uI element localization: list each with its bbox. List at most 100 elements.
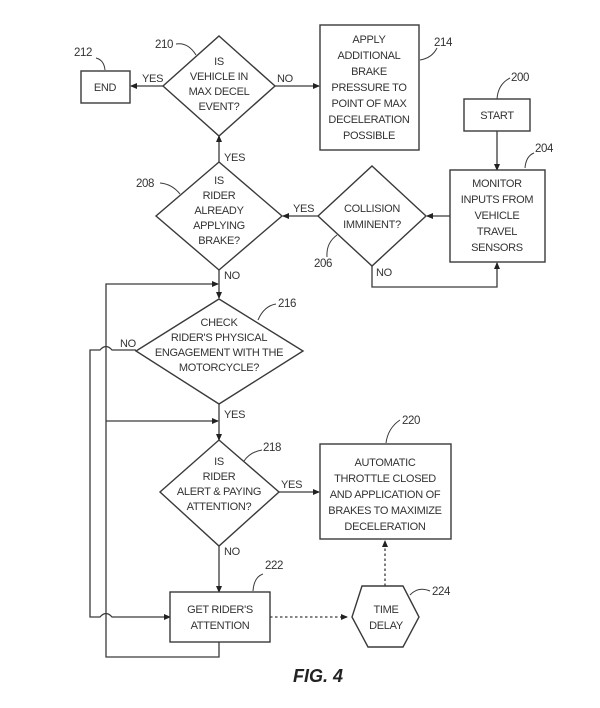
engagement-line: RIDER'S PHYSICAL <box>171 332 268 344</box>
ref-218: 218 <box>263 442 281 454</box>
label-engagement-no: NO <box>120 338 137 350</box>
auto-throttle-line: BRAKES TO MAXIMIZE <box>328 505 441 517</box>
ref-leader <box>419 47 438 61</box>
label-collision-yes: YES <box>293 203 314 215</box>
ref-leader <box>524 152 535 169</box>
collision-line: IMMINENT? <box>343 219 401 231</box>
arrowhead <box>212 418 219 424</box>
ref-214: 214 <box>434 37 453 49</box>
ref-leader <box>496 77 511 100</box>
ref-210: 210 <box>155 39 173 51</box>
get-attention-line: ATTENTION <box>191 620 250 632</box>
apply-brake-line: POINT OF MAX <box>331 98 407 110</box>
ref-216: 216 <box>278 298 296 310</box>
time-delay-line: DELAY <box>369 620 404 632</box>
monitor-line: VEHICLE <box>475 210 520 222</box>
alert-decision <box>158 439 281 547</box>
ref-leader <box>95 57 106 71</box>
collision-line: COLLISION <box>344 203 400 215</box>
ref-224: 224 <box>432 586 451 598</box>
arrowhead <box>216 434 222 441</box>
label-alert-yes: YES <box>281 479 302 491</box>
engagement-line: MOTORCYCLE? <box>179 362 259 374</box>
label-braking-no: NO <box>224 270 241 282</box>
apply-brake-line: APPLY <box>352 34 386 46</box>
rider-braking-line: BRAKE? <box>198 235 240 247</box>
apply-brake-line: BRAKE <box>351 66 387 78</box>
label-maxdecel-yes: YES <box>142 73 163 85</box>
arrowhead <box>130 83 137 89</box>
apply-brake-line: DECELERATION <box>328 114 410 126</box>
label-alert-no: NO <box>224 546 241 558</box>
apply-brake-line: ADDITIONAL <box>337 50 400 62</box>
max-decel-line: EVENT? <box>199 101 240 113</box>
auto-throttle-line: DECELERATION <box>344 521 426 533</box>
max-decel-decision <box>161 35 277 137</box>
ref-220: 220 <box>402 415 420 427</box>
auto-throttle-line: AND APPLICATION OF <box>330 489 441 501</box>
auto-throttle-node <box>319 443 452 540</box>
arrowhead <box>164 614 171 620</box>
arrowhead <box>212 281 219 287</box>
end-node <box>80 70 131 104</box>
get-attention-line: GET RIDER'S <box>187 604 253 616</box>
monitor-node <box>449 169 546 263</box>
ref-222: 222 <box>265 560 283 572</box>
max-decel-line: MAX DECEL <box>189 86 250 98</box>
apply-brake-node <box>319 24 420 151</box>
ref-212: 212 <box>74 47 92 59</box>
arrowhead <box>216 135 222 142</box>
engagement-line: ENGAGEMENT WITH THE <box>155 347 283 359</box>
apply-brake-line: POSSIBLE <box>343 130 395 142</box>
edge-collision-no <box>371 263 498 288</box>
max-decel-line: VEHICLE IN <box>190 71 248 83</box>
ref-leader <box>175 43 197 56</box>
arrowhead <box>341 614 348 620</box>
edge-engagement-no <box>89 345 170 618</box>
arrowhead <box>382 540 388 547</box>
ref-200: 200 <box>511 72 529 84</box>
rider-braking-line: RIDER <box>203 190 236 202</box>
ref-leader <box>326 234 338 258</box>
ref-206: 206 <box>314 258 332 270</box>
ref-leader <box>385 419 401 444</box>
label-collision-no: NO <box>376 267 393 279</box>
auto-throttle-line: THROTTLE CLOSED <box>334 473 436 485</box>
label-braking-yes: YES <box>224 152 245 164</box>
ref-leader <box>409 588 431 596</box>
ref-leader <box>243 449 263 462</box>
ref-208: 208 <box>136 178 154 190</box>
label-engagement-yes: YES <box>224 409 245 421</box>
monitor-line: INPUTS FROM <box>461 194 534 206</box>
collision-decision <box>316 165 428 267</box>
time-delay-node <box>351 585 420 648</box>
arrowhead <box>494 262 500 269</box>
ref-leader <box>257 303 277 321</box>
arrowhead <box>216 292 222 299</box>
start-label: START <box>480 110 514 122</box>
monitor-line: MONITOR <box>472 178 522 190</box>
apply-brake-line: PRESSURE TO <box>331 82 407 94</box>
start-node <box>463 98 531 132</box>
figure-caption: FIG. 4 <box>293 666 343 686</box>
engagement-decision <box>134 298 305 405</box>
get-attention-node <box>169 591 271 643</box>
arrowhead <box>494 164 500 171</box>
ref-204: 204 <box>535 143 554 155</box>
alert-line: ALERT & PAYING <box>177 486 261 498</box>
arrowhead <box>426 213 433 219</box>
edge-loop-outer <box>105 283 220 658</box>
alert-line: ATTENTION? <box>187 501 252 513</box>
arrowhead <box>282 213 289 219</box>
auto-throttle-line: AUTOMATIC <box>354 457 415 469</box>
arrowhead <box>216 586 222 593</box>
alert-line: RIDER <box>203 471 236 483</box>
time-delay-line: TIME <box>373 604 398 616</box>
max-decel-line: IS <box>214 56 224 68</box>
rider-braking-line: IS <box>214 175 224 187</box>
arrowhead <box>313 83 320 89</box>
alert-line: IS <box>214 456 224 468</box>
monitor-line: TRAVEL <box>477 226 517 238</box>
end-label: END <box>94 82 117 94</box>
